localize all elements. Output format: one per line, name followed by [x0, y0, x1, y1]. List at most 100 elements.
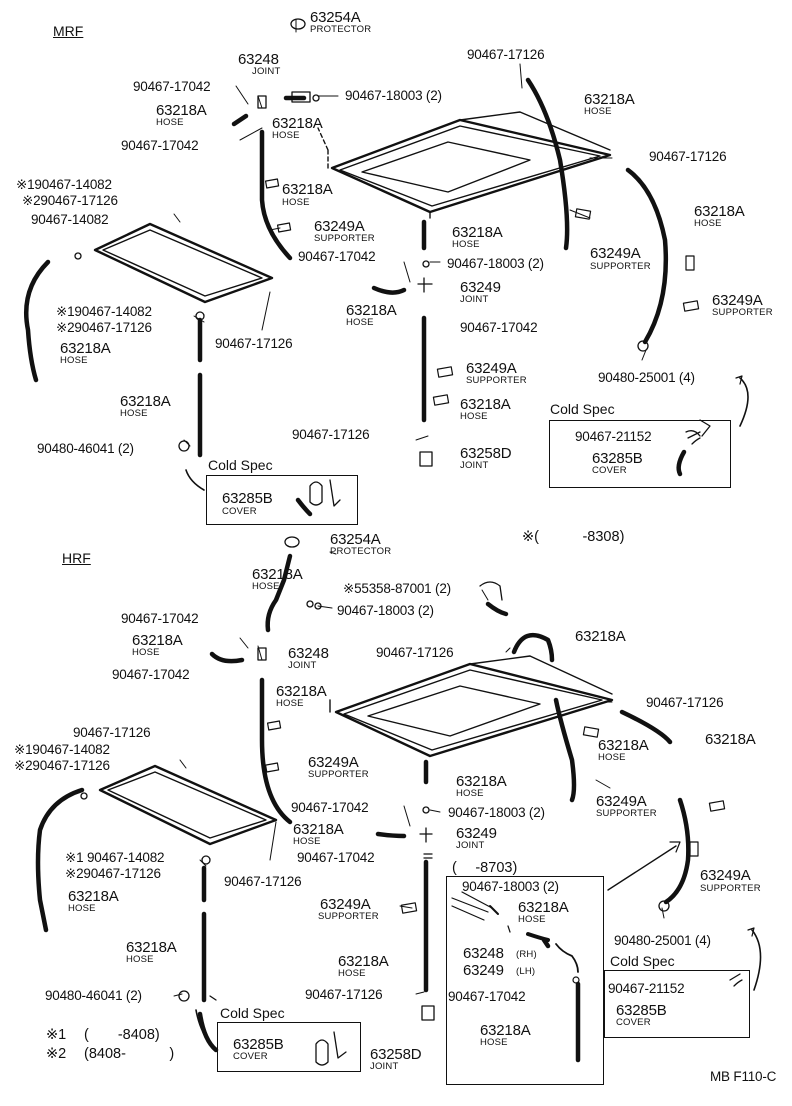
- name-joint-63258D-hrf: JOINT: [370, 1061, 399, 1072]
- clip-t1-90467-14082-hrf: ※1 90467-14082: [65, 850, 165, 865]
- part-63249A-hrf-a: 63249A: [308, 754, 359, 771]
- part-63218A-hrf-h: 63218A: [293, 821, 344, 838]
- mrf-leaders: [173, 19, 647, 447]
- clip-90467-21152-hrf: 90467-21152: [608, 981, 685, 996]
- part-63254A-mrf: 63254A: [310, 9, 361, 26]
- hrf-section-title: HRF: [62, 550, 91, 566]
- clip-90467-17042-mrf-a: 90467-17042: [133, 79, 211, 94]
- name-hose-inset: HOSE: [518, 914, 546, 925]
- name-hose-hrf-d: HOSE: [276, 698, 304, 709]
- clip-s2-90467-17126-mrf-b: ※290467-17126: [56, 320, 152, 335]
- name-joint-63248-hrf: JOINT: [288, 660, 317, 671]
- mrf-main-frame: [317, 111, 612, 219]
- part-63285B-mrf-left: 63285B: [222, 490, 273, 507]
- part-63249A-mrf-b: 63249A: [590, 245, 641, 262]
- name-hose-inset-b: HOSE: [480, 1037, 508, 1048]
- name-rh-inset: (RH): [516, 949, 537, 960]
- part-63218A-mrf-i: 63218A: [120, 393, 171, 410]
- clip-90467-17042-inset: 90467-17042: [448, 989, 526, 1004]
- clip-90467-18003-mrf-a: 90467-18003 (2): [345, 88, 442, 103]
- name-supporter-hrf-d: SUPPORTER: [318, 911, 379, 922]
- part-63258D-mrf: 63258D: [460, 445, 512, 462]
- part-63285B-hrf-left: 63285B: [233, 1036, 284, 1053]
- name-joint-63249-mrf: JOINT: [460, 294, 489, 305]
- cold-spec-hrf-left-box: [217, 1022, 361, 1072]
- part-63285B-mrf-right: 63285B: [592, 450, 643, 467]
- mrf-supporters: [185, 178, 749, 491]
- clip-s1-90467-14082-hrf: ※190467-14082: [14, 742, 110, 757]
- name-cover-mrf-left: COVER: [222, 506, 257, 517]
- clip-90467-17126-hrf-e: 90467-17126: [305, 987, 383, 1002]
- part-63249-mrf: 63249: [460, 279, 501, 296]
- mrf-hoses: [23, 77, 687, 517]
- part-63218A-hrf-i: 63218A: [68, 888, 119, 905]
- clip-90467-14082-mrf: 90467-14082: [31, 212, 109, 227]
- name-supporter-mrf-d: SUPPORTER: [466, 375, 527, 386]
- clip-90467-17126-mrf-b: 90467-17126: [649, 149, 727, 164]
- name-hose-hrf-j: HOSE: [126, 954, 154, 965]
- part-63248-hrf: 63248: [288, 645, 329, 662]
- cold-spec-mrf-left-box: [206, 475, 358, 525]
- inset-range: ( -8703): [452, 860, 518, 876]
- part-63218A-mrf-d: 63218A: [282, 181, 333, 198]
- clip-90467-17126-hrf-c: 90467-17126: [73, 725, 151, 740]
- clip-90467-17042-mrf-b: 90467-17042: [121, 138, 199, 153]
- footnote-2-text: (8408- ): [84, 1046, 175, 1062]
- part-63218A-inset-b: 63218A: [480, 1022, 531, 1039]
- name-lh-inset: (LH): [516, 966, 536, 977]
- clip-90467-17126-mrf-c: 90467-17126: [215, 336, 293, 351]
- drawing-id: MB F110-C: [710, 1069, 777, 1084]
- name-hose-mrf-g: HOSE: [346, 317, 374, 328]
- name-supporter-mrf-a: SUPPORTER: [314, 233, 375, 244]
- clip-s1-90467-14082-mrf: ※190467-14082: [16, 177, 112, 192]
- name-hose-hrf-f: HOSE: [598, 752, 626, 763]
- part-63218A-mrf-j: 63218A: [460, 396, 511, 413]
- name-protector-mrf: PROTECTOR: [310, 24, 372, 35]
- footnote-2-mark: ※2: [46, 1046, 67, 1062]
- name-hose-hrf-g: HOSE: [456, 788, 484, 799]
- clip-s2-90467-17126-hrf-b: ※290467-17126: [65, 866, 161, 881]
- clip-90467-17042-hrf-c: 90467-17042: [291, 800, 369, 815]
- cold-spec-hrf-right-box: [604, 970, 750, 1038]
- name-supporter-hrf-a: SUPPORTER: [308, 769, 369, 780]
- part-63218A-mrf-h: 63218A: [60, 340, 111, 357]
- part-63218A-hrf-d: 63218A: [276, 683, 327, 700]
- name-hose-mrf-h: HOSE: [60, 355, 88, 366]
- clip-90480-25001-mrf: 90480-25001 (4): [598, 370, 695, 385]
- clip-s1-90467-14082-mrf-b: ※190467-14082: [56, 304, 152, 319]
- clip-90467-17042-hrf-d: 90467-17042: [297, 850, 375, 865]
- name-hose-hrf-b: HOSE: [132, 647, 160, 658]
- part-63249A-hrf-d: 63249A: [320, 896, 371, 913]
- part-63249A-mrf-a: 63249A: [314, 218, 365, 235]
- clip-90467-18003-hrf-a: 90467-18003 (2): [337, 603, 434, 618]
- name-joint-63258D-mrf: JOINT: [460, 460, 489, 471]
- part-63248-inset: 63248: [463, 945, 504, 962]
- part-63249-hrf: 63249: [456, 825, 497, 842]
- name-hose-mrf-e: HOSE: [452, 239, 480, 250]
- hrf-left-frame: [98, 764, 278, 846]
- part-63249A-hrf-c: 63249A: [700, 867, 751, 884]
- part-63249-inset: 63249: [463, 962, 504, 979]
- name-cover-mrf-right: COVER: [592, 465, 627, 476]
- clip-90467-17042-hrf-a: 90467-17042: [121, 611, 199, 626]
- part-63218A-hrf-c: 63218A: [575, 628, 626, 645]
- part-63254A-hrf: 63254A: [330, 531, 381, 548]
- cold-spec-hrf-right-title: Cold Spec: [610, 953, 675, 969]
- mrf-section-title: MRF: [53, 23, 84, 39]
- cold-spec-hrf-left-title: Cold Spec: [220, 1005, 285, 1021]
- name-hose-mrf-d: HOSE: [282, 197, 310, 208]
- clip-90467-17126-mrf-a: 90467-17126: [467, 47, 545, 62]
- part-63218A-inset: 63218A: [518, 899, 569, 916]
- name-cover-hrf-left: COVER: [233, 1051, 268, 1062]
- name-protector-hrf: PROTECTOR: [330, 546, 392, 557]
- name-joint-63249-hrf: JOINT: [456, 840, 485, 851]
- name-hose-mrf-b: HOSE: [272, 130, 300, 141]
- part-63218A-hrf-b: 63218A: [132, 632, 183, 649]
- name-hose-hrf-a: HOSE: [252, 581, 280, 592]
- clip-s2-90467-17126-hrf: ※290467-17126: [14, 758, 110, 773]
- part-63218A-hrf-f: 63218A: [598, 737, 649, 754]
- name-hose-mrf-c: HOSE: [584, 106, 612, 117]
- part-63248-mrf: 63248: [238, 51, 279, 68]
- part-63218A-mrf-a: 63218A: [156, 102, 207, 119]
- hrf-inset: [451, 891, 580, 984]
